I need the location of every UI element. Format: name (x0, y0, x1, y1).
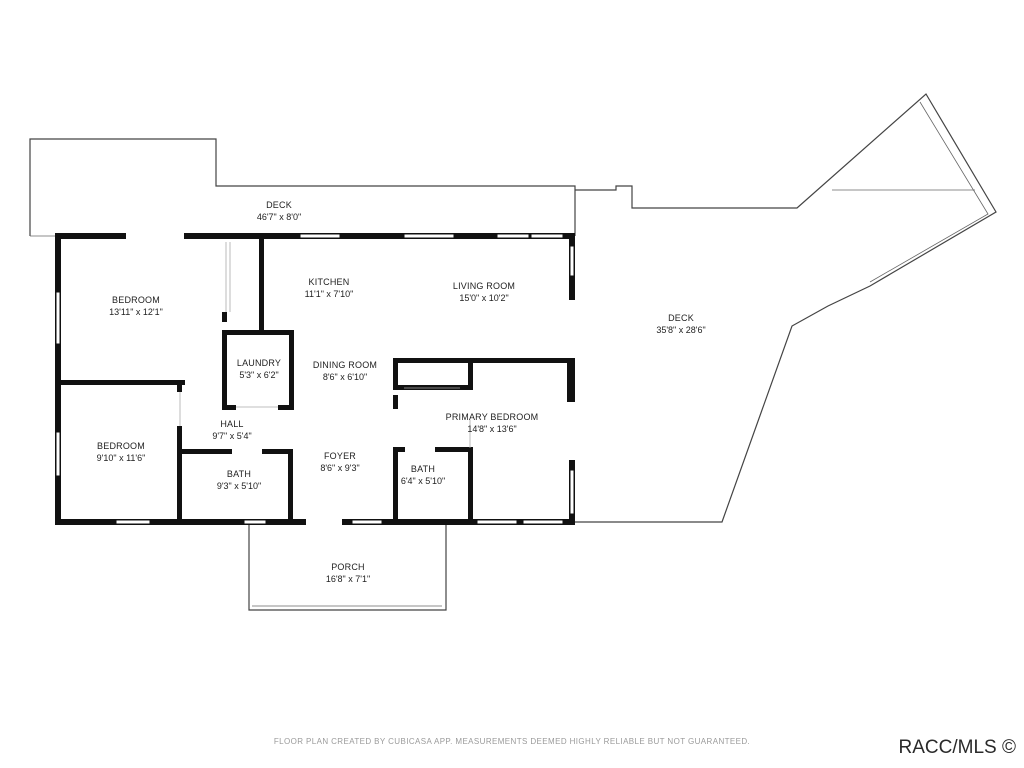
opening (126, 233, 184, 239)
svg-text:46'7" x 8'0": 46'7" x 8'0" (257, 212, 301, 222)
svg-text:13'11" x 12'1": 13'11" x 12'1" (109, 307, 163, 317)
opening (569, 400, 575, 460)
room-label-bath-1: BATH 9'3" x 5'10" (217, 469, 261, 491)
room-label-bedroom-1: BEDROOM 13'11" x 12'1" (109, 295, 163, 317)
svg-text:16'8" x 7'1": 16'8" x 7'1" (326, 574, 370, 584)
brand-watermark: RACC/MLS © (898, 737, 1016, 758)
svg-text:LAUNDRY: LAUNDRY (237, 358, 281, 368)
window (243, 519, 267, 525)
wall-primary-top (393, 358, 575, 363)
room-label-bedroom-2: BEDROOM 9'10" x 11'6" (97, 441, 146, 463)
wall-primary-left-low (393, 395, 398, 409)
svg-text:35'8" x 28'6": 35'8" x 28'6" (656, 325, 705, 335)
svg-text:15'0" x 10'2": 15'0" x 10'2" (459, 293, 508, 303)
svg-text:FOYER: FOYER (324, 451, 356, 461)
opening (177, 392, 182, 426)
room-label-laundry: LAUNDRY 5'3" x 6'2" (237, 358, 281, 380)
wall-closet (259, 239, 264, 334)
wall-closet-low (222, 312, 227, 322)
window (569, 469, 575, 515)
svg-text:9'7" x 5'4": 9'7" x 5'4" (212, 431, 251, 441)
window (55, 431, 61, 477)
opening (236, 405, 278, 410)
svg-text:8'6" x 6'10": 8'6" x 6'10" (323, 372, 367, 382)
wall-bedroom-divider (55, 380, 185, 385)
window (403, 233, 455, 239)
room-label-bath-2: BATH 6'4" x 5'10" (401, 464, 445, 486)
room-label-deck-top: DECK 46'7" x 8'0" (257, 200, 301, 222)
svg-text:BATH: BATH (411, 464, 435, 474)
window (496, 233, 530, 239)
window (530, 233, 564, 239)
room-label-primary-bedroom: PRIMARY BEDROOM 14'8" x 13'6" (446, 412, 539, 434)
svg-text:8'6" x 9'3": 8'6" x 9'3" (320, 463, 359, 473)
svg-text:6'4" x 5'10": 6'4" x 5'10" (401, 476, 445, 486)
room-label-hall: HALL 9'7" x 5'4" (212, 419, 251, 441)
window (522, 519, 564, 525)
svg-text:BEDROOM: BEDROOM (112, 295, 160, 305)
svg-text:BEDROOM: BEDROOM (97, 441, 145, 451)
svg-text:9'3" x 5'10": 9'3" x 5'10" (217, 481, 261, 491)
wall-bath2-right (468, 447, 473, 525)
room-label-deck-right: DECK 35'8" x 28'6" (656, 313, 705, 335)
window (299, 233, 341, 239)
window (569, 245, 575, 277)
svg-text:PORCH: PORCH (331, 562, 365, 572)
svg-text:KITCHEN: KITCHEN (309, 277, 350, 287)
wall-laundry-right (289, 330, 294, 410)
opening (232, 449, 262, 454)
wall-laundry-top (222, 330, 294, 335)
room-label-dining-room: DINING ROOM 8'6" x 6'10" (313, 360, 377, 382)
wall-bath2-left (393, 447, 398, 525)
svg-text:9'10" x 11'6": 9'10" x 11'6" (97, 453, 146, 463)
svg-text:DECK: DECK (668, 313, 694, 323)
window (115, 519, 151, 525)
svg-text:PRIMARY BEDROOM: PRIMARY BEDROOM (446, 412, 539, 422)
window (351, 519, 383, 525)
room-label-foyer: FOYER 8'6" x 9'3" (320, 451, 359, 473)
wall-primary-left (393, 358, 398, 390)
deck-right-outline (575, 93, 997, 523)
svg-text:DINING ROOM: DINING ROOM (313, 360, 377, 370)
svg-text:BATH: BATH (227, 469, 251, 479)
svg-text:DECK: DECK (266, 200, 292, 210)
wall-closet-primary (393, 385, 473, 390)
svg-text:14'8" x 13'6": 14'8" x 13'6" (467, 424, 516, 434)
deck-top-outline (29, 138, 576, 236)
wall-bath1-right (288, 449, 293, 525)
svg-text:5'3" x 6'2": 5'3" x 6'2" (239, 370, 278, 380)
wall-closet-right (468, 360, 473, 390)
room-label-porch: PORCH 16'8" x 7'1" (326, 562, 370, 584)
svg-text:11'1" x 7'10": 11'1" x 7'10" (305, 289, 354, 299)
opening (405, 447, 435, 452)
porch-outline (248, 522, 447, 611)
opening (306, 519, 342, 525)
svg-text:LIVING ROOM: LIVING ROOM (453, 281, 515, 291)
wall-primary-right-seg (567, 358, 575, 402)
window (476, 519, 518, 525)
room-label-kitchen: KITCHEN 11'1" x 7'10" (305, 277, 354, 299)
window (55, 291, 61, 345)
deck-right-inner (869, 101, 989, 283)
wall-laundry-left (222, 330, 227, 410)
svg-text:HALL: HALL (220, 419, 243, 429)
footer-disclaimer: FLOOR PLAN CREATED BY CUBICASA APP. MEAS… (273, 737, 751, 746)
opening (569, 300, 575, 360)
room-label-living-room: LIVING ROOM 15'0" x 10'2" (453, 281, 515, 303)
wall-left (55, 233, 61, 525)
